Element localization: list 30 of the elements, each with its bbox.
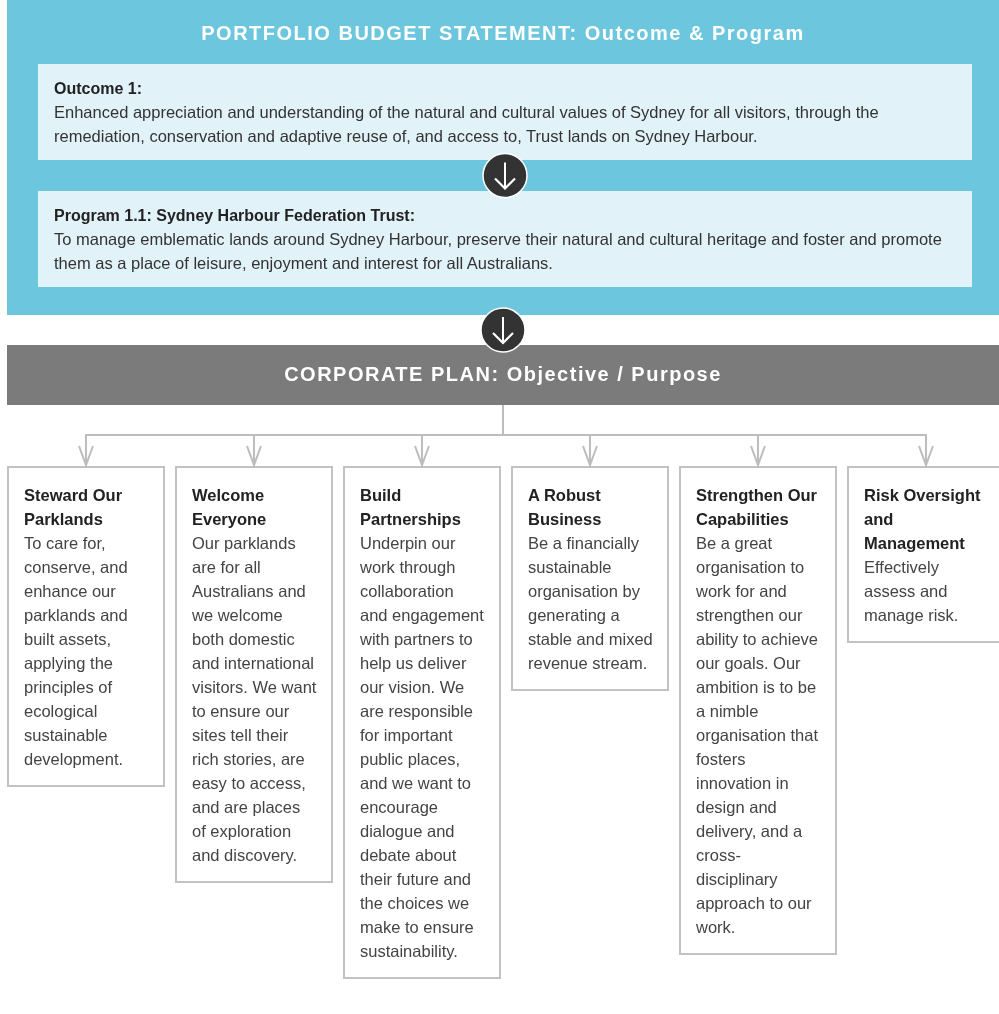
plan-header-bar <box>7 345 999 405</box>
objective-text: Our parklands are for all Australians and we welcome both domestic and international visitors. We want to ensure our sites tell their rich stories, are easy to access, and are places of exploration and discovery. <box>192 533 317 866</box>
panel-text: To manage emblematic lands around Sydney Harbour, preserve their natural and cultural heritage and foster and promote them as a place of leisure, enjoyment and interest for all Australians. <box>54 229 943 274</box>
objective-heading: Build Partnerships <box>360 485 462 530</box>
panel-title: PORTFOLIO BUDGET STATEMENT: Outcome & Program <box>200 22 806 45</box>
objective-text: Underpin our work through collaboration and engagement with partners to help us deliver our vision. We are responsible for important public places, and we want to encourage dialogue and debate about their future and the choices we make to ensure sustainability. <box>360 533 485 962</box>
text-panel <box>38 64 972 160</box>
objective-box <box>175 466 333 883</box>
statement-panel <box>7 0 999 315</box>
objective-box <box>679 466 837 955</box>
objective-heading: Strengthen Our Capabilities <box>696 485 818 530</box>
objective-heading: Steward Our Parklands <box>24 485 124 530</box>
objective-box <box>847 466 999 643</box>
objective-box <box>511 466 669 691</box>
objective-text: Be a financially sustainable organisation by generating a stable and mixed revenue stream. <box>528 533 653 674</box>
objective-box <box>343 466 501 979</box>
objective-text: Effectively assess and manage risk. <box>864 557 960 626</box>
text-panel <box>38 191 972 287</box>
objective-heading: A Robust Business <box>528 485 603 530</box>
panel-heading: Outcome 1: <box>54 79 143 99</box>
down-arrow <box>493 161 517 190</box>
objective-heading: Welcome Everyone <box>192 485 268 530</box>
down-arrow <box>491 316 515 345</box>
panel-title: CORPORATE PLAN: Objective / Purpose <box>283 363 723 386</box>
panel-heading: Program 1.1: Sydney Harbour Federation Trust: <box>54 206 416 226</box>
objective-box <box>7 466 165 787</box>
objective-heading: Risk Oversight and Management <box>864 485 982 554</box>
objective-text: Be a great organisation to work for and strengthen our ability to achieve our goals. Our ambition is to be a nimble organisation that fosters innovation in design and delivery, and a cross-disciplinary approach to our work. <box>696 533 819 938</box>
panel-text: Enhanced appreciation and understanding of the natural and cultural values of Sydney for all visitors, through the remediation, conservation and adaptive reuse of, and access to, Trust lands on Sydney Harbour. <box>54 102 880 147</box>
objective-text: To care for, conserve, and enhance our parklands and built assets, applying the principles of ecological sustainable development. <box>24 533 129 770</box>
